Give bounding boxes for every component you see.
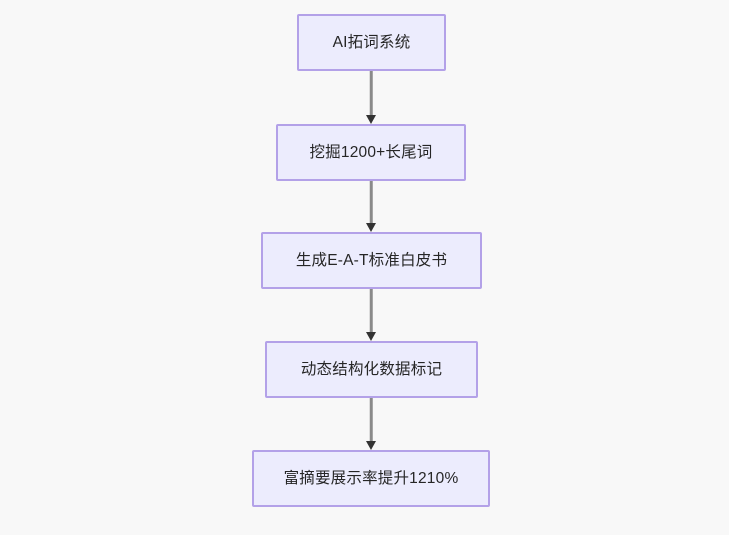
flow-node-rich-snippet-impression-uplift[interactable]: 富摘要展示率提升1210% <box>252 450 490 507</box>
arrowhead-icon <box>366 441 376 450</box>
arrowhead-icon <box>366 223 376 232</box>
arrowhead-icon <box>366 332 376 341</box>
flow-node-label: 挖掘1200+长尾词 <box>309 143 433 161</box>
connector-line <box>369 289 373 333</box>
flow-connector-2 <box>365 181 377 232</box>
flow-connector-1 <box>365 71 377 124</box>
connector-line <box>369 181 373 224</box>
arrowhead-icon <box>366 115 376 124</box>
flow-connector-3 <box>365 289 377 341</box>
flow-node-ai-keyword-system[interactable]: AI拓词系统 <box>297 14 446 71</box>
flow-node-dynamic-structured-data-markup[interactable]: 动态结构化数据标记 <box>265 341 478 398</box>
flow-connector-4 <box>365 398 377 450</box>
flow-node-mine-longtail-keywords[interactable]: 挖掘1200+长尾词 <box>276 124 466 181</box>
flow-node-label: AI拓词系统 <box>332 33 411 51</box>
flow-node-generate-eat-whitepaper[interactable]: 生成E-A-T标准白皮书 <box>261 232 482 289</box>
flow-node-label: 动态结构化数据标记 <box>300 360 443 378</box>
flow-node-label: 富摘要展示率提升1210% <box>283 469 459 487</box>
flow-node-label: 生成E-A-T标准白皮书 <box>295 251 448 269</box>
connector-line <box>369 398 373 442</box>
connector-line <box>369 71 373 116</box>
